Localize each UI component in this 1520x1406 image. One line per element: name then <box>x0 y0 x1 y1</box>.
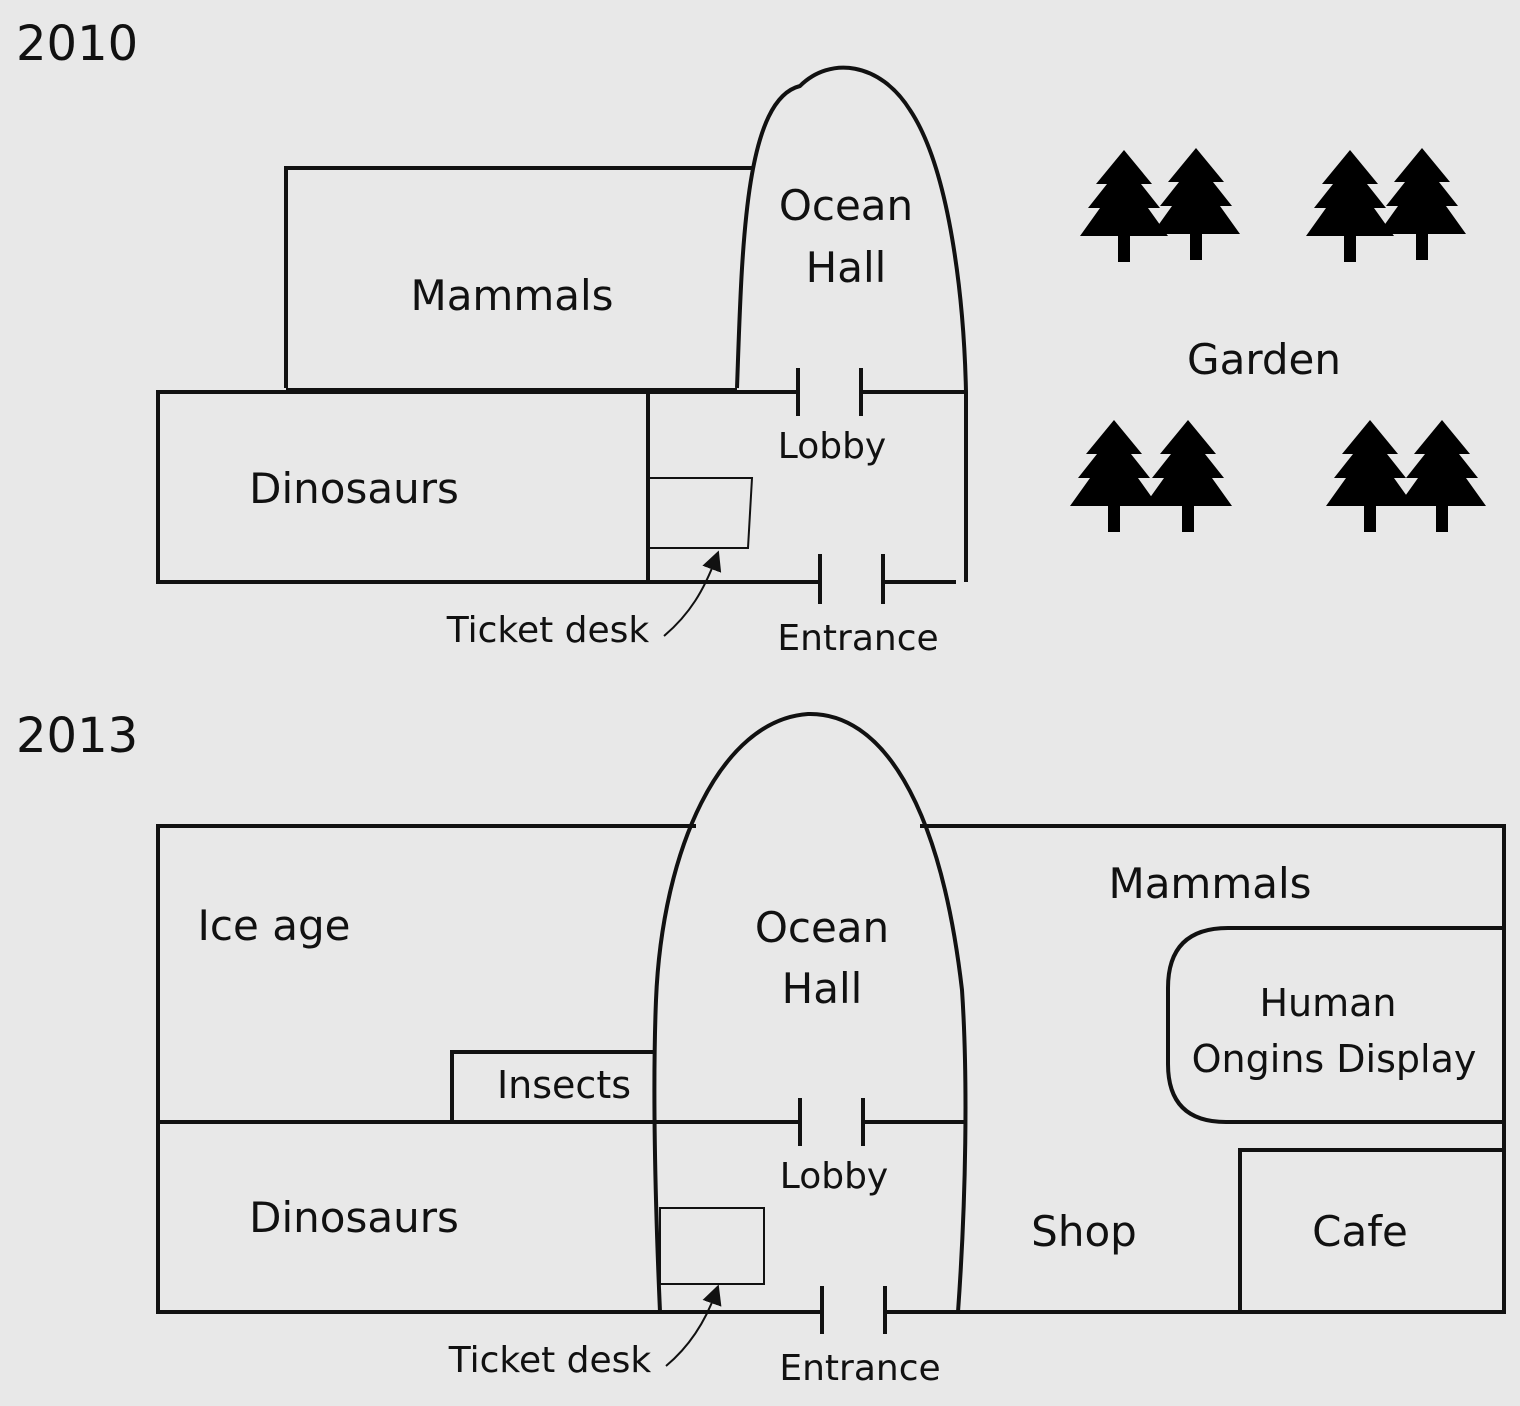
year-2013-title: 2013 <box>16 708 138 764</box>
shop-label-2013: Shop <box>1031 1207 1137 1256</box>
entrance-label-2013: Entrance <box>779 1348 940 1389</box>
mammals-room-2010 <box>284 166 754 388</box>
dinosaurs-label-2010: Dinosaurs <box>249 464 459 513</box>
lobby-label-2010: Lobby <box>778 426 886 467</box>
tree-icon <box>1152 148 1240 260</box>
ocean-hall-label-line1-2010: Ocean <box>779 181 913 230</box>
ocean-hall-label-line2-2010: Hall <box>806 243 887 292</box>
lobby-door-marks-2010 <box>796 368 863 416</box>
lobby-door-marks-2013 <box>798 1098 865 1146</box>
ticket-desk-2013 <box>659 1207 765 1285</box>
tree-icon <box>1378 148 1466 260</box>
ticket-desk-label-2010: Ticket desk <box>446 610 650 651</box>
tree-icon <box>1306 150 1394 262</box>
year-2010-title: 2010 <box>16 16 138 72</box>
tree-icon <box>1326 420 1414 532</box>
human-origins-label-line2-2013: Ongins Display <box>1192 1037 1477 1081</box>
plan-2010: 2010 Ocean Hall Mammals Dinosaurs Lobby … <box>16 16 1486 659</box>
ticket-desk-2010 <box>648 477 754 549</box>
garden-label-2010: Garden <box>1187 335 1341 384</box>
entrance-door-marks-2013 <box>820 1286 887 1334</box>
tree-icon <box>1398 420 1486 532</box>
cafe-label-2013: Cafe <box>1312 1207 1408 1256</box>
ocean-hall-label-line2-2013: Hall <box>782 964 863 1013</box>
ocean-hall-outline-2013 <box>652 711 968 1313</box>
human-origins-label-line1-2013: Human <box>1259 981 1396 1025</box>
ticket-desk-arrow-2013 <box>665 1284 722 1367</box>
insects-room-2013 <box>450 1050 656 1120</box>
lobby-label-2013: Lobby <box>780 1156 888 1197</box>
tree-icon <box>1070 420 1158 532</box>
cafe-room-2013 <box>1238 1148 1504 1312</box>
mammals-label-2010: Mammals <box>410 271 613 320</box>
ice-age-label-2013: Ice age <box>198 901 351 950</box>
ocean-hall-label-line1-2013: Ocean <box>755 903 889 952</box>
insects-label-2013: Insects <box>497 1063 631 1107</box>
tree-icon <box>1144 420 1232 532</box>
dinosaurs-label-2013: Dinosaurs <box>249 1193 459 1242</box>
ticket-desk-label-2013: Ticket desk <box>448 1340 652 1381</box>
entrance-door-marks-2010 <box>818 554 885 604</box>
ocean-hall-outline-2010 <box>735 65 968 582</box>
entrance-label-2010: Entrance <box>777 618 938 659</box>
ticket-desk-arrow-2010 <box>663 550 722 637</box>
human-origins-room-2013 <box>1166 926 1504 1124</box>
plan-2013: 2013 Ice age Ocean Hall Mammals Human On… <box>16 708 1506 1389</box>
tree-icon <box>1080 150 1168 262</box>
building-outline-2013 <box>156 824 1506 1314</box>
mammals-label-2013: Mammals <box>1108 859 1311 908</box>
